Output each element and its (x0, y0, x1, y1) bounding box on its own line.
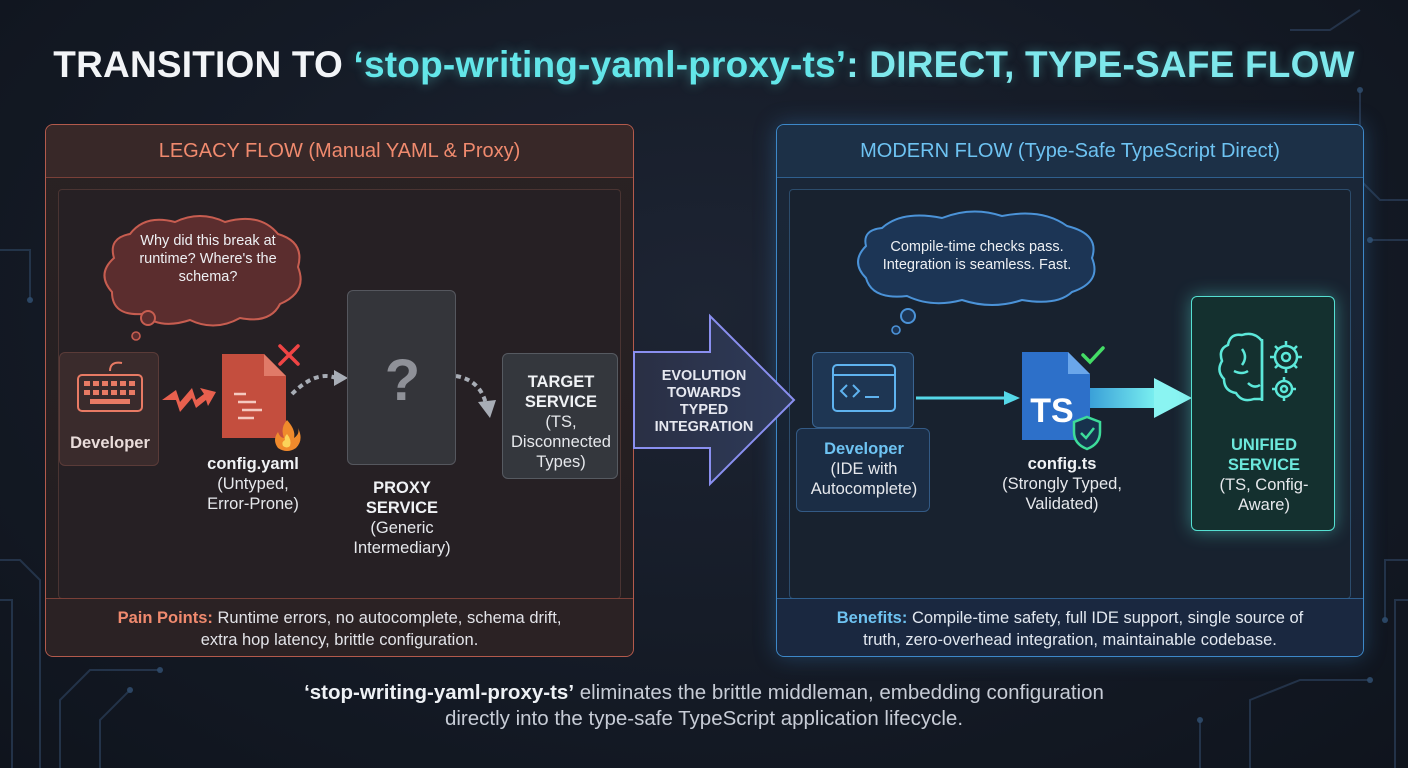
shield-check-icon (1072, 415, 1102, 451)
benefits-key: Benefits: (836, 609, 908, 627)
ts-badge-text: TS (1030, 392, 1073, 430)
title-suffix: : DIRECT, TYPE-SAFE FLOW (846, 44, 1355, 85)
yaml-file-icon (222, 354, 286, 438)
brain-gear-icon (1218, 332, 1302, 402)
fire-icon (275, 420, 301, 451)
yaml-file-name: config.yaml (207, 455, 299, 473)
summary-highlight: ‘stop-writing-yaml-proxy-ts’ (304, 681, 575, 704)
modern-developer-icon-card (812, 352, 914, 428)
page-title: TRANSITION TO ‘stop-writing-yaml-proxy-t… (0, 44, 1408, 86)
title-prefix: TRANSITION TO (53, 44, 354, 85)
modern-bubble-text: Compile-time checks pass. Integration is… (882, 239, 1072, 273)
summary-line2: directly into the type-safe TypeScript a… (444, 707, 964, 730)
modern-flow-header: MODERN FLOW (Type-Safe TypeScript Direct… (777, 125, 1363, 178)
modern-developer-labels: Developer (IDE with Autocomplete) (810, 440, 918, 498)
pain-points-line1: Runtime errors, no autocomplete, schema … (212, 609, 562, 627)
pain-points-line2: extra hop latency, brittle configuration… (200, 631, 479, 649)
unified-service-labels: UNIFIED SERVICE (TS, Config- Aware) (1219, 436, 1309, 514)
modern-benefits: Benefits: Compile-time safety, full IDE … (777, 598, 1363, 656)
legacy-flow-header: LEGACY FLOW (Manual YAML & Proxy) (46, 125, 633, 178)
proxy-service-card: ? (347, 290, 456, 465)
config-to-service-arrow (1090, 378, 1192, 418)
legacy-developer-card: Developer (59, 352, 159, 466)
yaml-to-proxy-arrow (290, 370, 348, 396)
summary-caption: ‘stop-writing-yaml-proxy-ts’ eliminates … (0, 680, 1408, 732)
error-x-icon (278, 344, 300, 366)
check-icon (1081, 346, 1105, 365)
developer-to-config-arrow (916, 391, 1020, 405)
legacy-thought-bubble (103, 215, 302, 341)
question-mark-icon: ? (384, 348, 421, 413)
ts-file-icon: TS (1022, 352, 1090, 440)
benefits-line1: Compile-time safety, full IDE support, s… (907, 609, 1304, 627)
evolution-label: EVOLUTION TOWARDS TYPED INTEGRATION (654, 368, 754, 435)
yaml-file-labels: config.yaml (Untyped, Error-Prone) (186, 454, 320, 514)
target-service-card: TARGET SERVICE (TS, Disconnected Types) (502, 353, 618, 479)
benefits-line2: truth, zero-overhead integration, mainta… (863, 631, 1277, 649)
keyboard-icon (77, 361, 143, 412)
proxy-service-labels: PROXY SERVICE (Generic Intermediary) (353, 479, 451, 557)
evolution-arrow (633, 313, 796, 487)
legacy-pain-points: Pain Points: Runtime errors, no autocomp… (46, 598, 633, 656)
modern-thought-bubble (857, 210, 1096, 335)
modern-developer-card: Developer (IDE with Autocomplete) (796, 428, 930, 512)
unified-service-card: UNIFIED SERVICE (TS, Config- Aware) (1191, 296, 1335, 531)
title-highlight: ‘stop-writing-yaml-proxy-ts’ (353, 44, 847, 85)
pain-points-key: Pain Points: (117, 609, 213, 627)
ts-file-name: config.ts (1027, 455, 1097, 473)
terminal-window-icon (832, 364, 896, 412)
ts-file-labels: config.ts (Strongly Typed, Validated) (978, 454, 1146, 514)
lightning-arrow-icon (162, 388, 216, 412)
target-service-labels: TARGET SERVICE (TS, Disconnected Types) (511, 373, 611, 471)
legacy-developer-label: Developer (70, 434, 150, 452)
proxy-to-target-arrow (455, 374, 496, 418)
legacy-bubble-text: Why did this break at runtime? Where's t… (139, 233, 277, 285)
summary-line1: eliminates the brittle middleman, embedd… (574, 681, 1104, 704)
